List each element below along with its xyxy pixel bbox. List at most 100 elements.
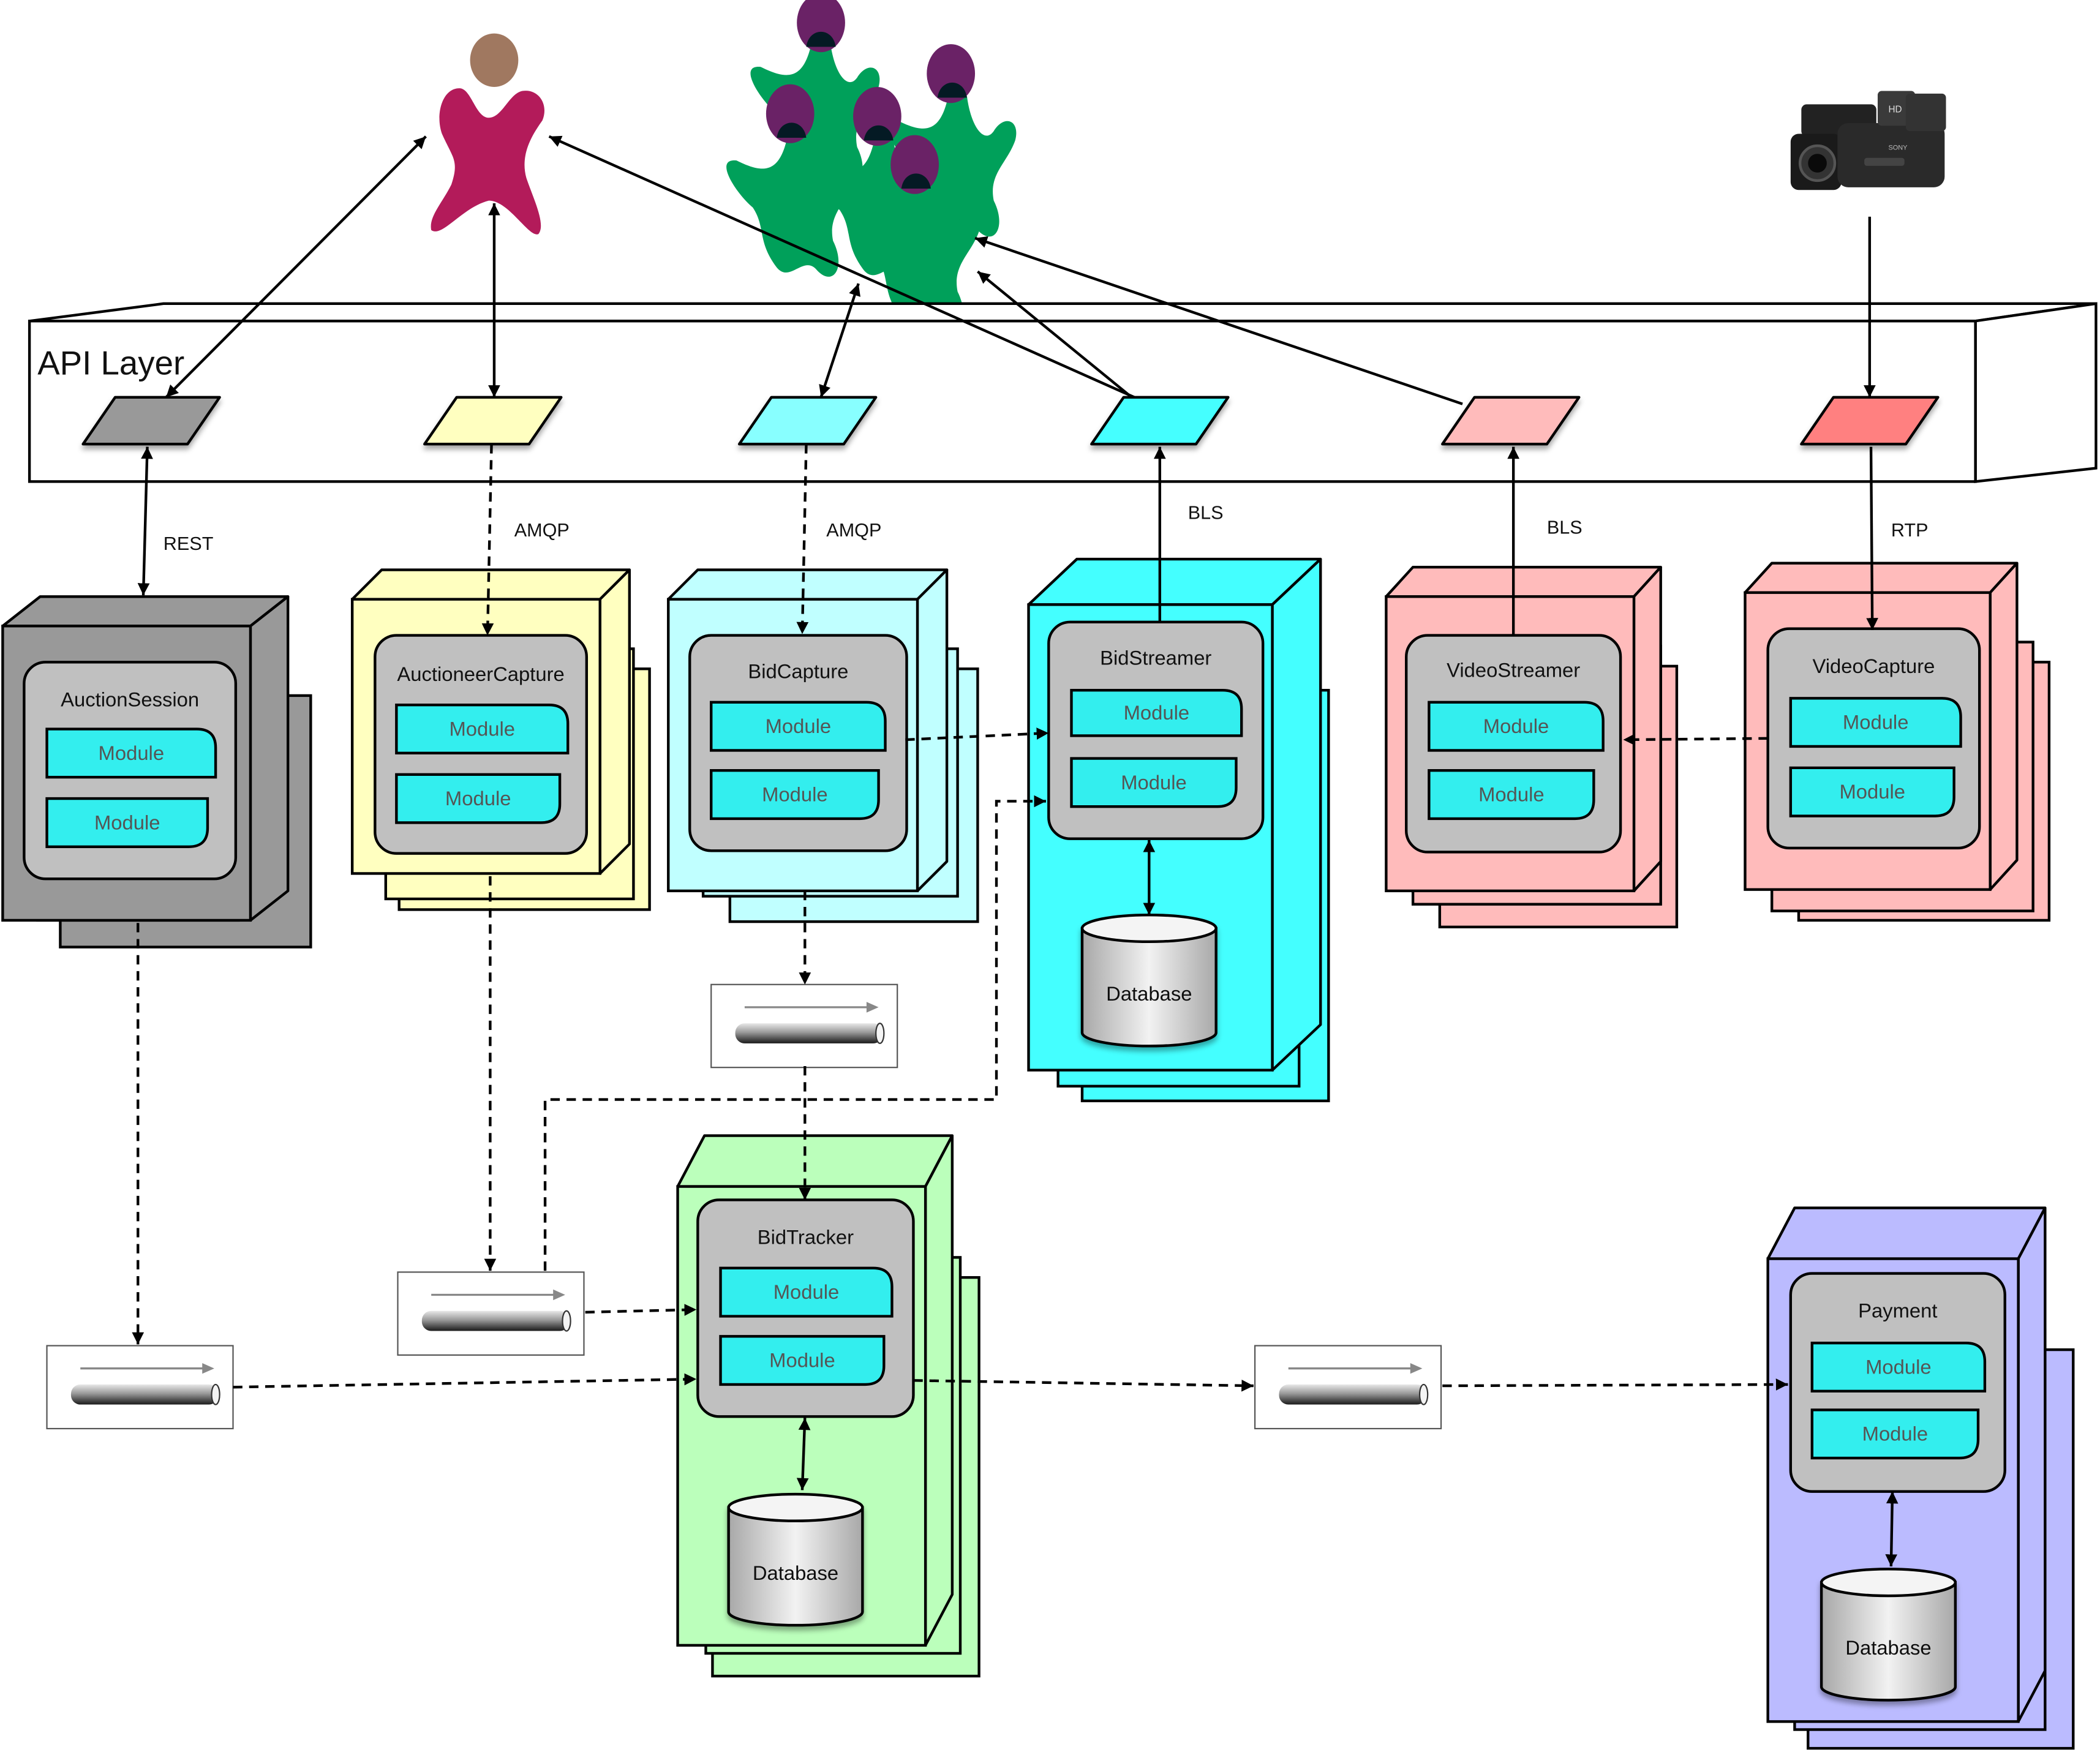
service-title: Payment bbox=[1858, 1299, 1937, 1322]
database-label: Database bbox=[1845, 1636, 1931, 1659]
queue-pipe-icon bbox=[70, 1384, 219, 1405]
module-block[interactable]: Module bbox=[1070, 688, 1243, 737]
protocol-label-bls-bid: BLS bbox=[1188, 503, 1224, 524]
bidder-icon bbox=[851, 135, 980, 328]
module-block[interactable]: Module bbox=[1810, 1408, 1980, 1460]
video-camera-icon: HD SONY bbox=[1790, 91, 1946, 190]
module-label: Module bbox=[1865, 1355, 1932, 1378]
api-layer-side-face bbox=[1974, 302, 2098, 483]
protocol-labels: REST AMQP AMQP BLS BLS RTP bbox=[164, 503, 1929, 554]
module-block[interactable]: Module bbox=[45, 797, 209, 848]
module-block[interactable]: Module bbox=[719, 1335, 886, 1386]
protocol-label-amqp-auctioneer: AMQP bbox=[514, 520, 570, 541]
module-block[interactable]: Module bbox=[719, 1266, 894, 1318]
module-block[interactable]: Module bbox=[1789, 697, 1962, 748]
edge-rtp bbox=[1866, 446, 1878, 630]
box-top-face bbox=[676, 1134, 954, 1188]
box-top-face bbox=[1, 595, 290, 628]
module-block[interactable]: Module bbox=[1428, 769, 1595, 821]
box-side-face bbox=[249, 595, 290, 922]
auctioneer-capture-endpoint[interactable] bbox=[423, 396, 563, 446]
service-title: AuctionSession bbox=[61, 688, 199, 710]
edge-auctioneer-queue-to-bid-tracker bbox=[585, 1304, 697, 1316]
edge-bidders-to-bid-capture-endpoint bbox=[819, 283, 860, 398]
video-streamer-endpoint[interactable] bbox=[1441, 396, 1581, 446]
box-top-face bbox=[350, 568, 631, 601]
edge-payment-db bbox=[1885, 1491, 1899, 1567]
module-block[interactable]: Module bbox=[395, 704, 570, 755]
api-layer-title: API Layer bbox=[37, 345, 184, 382]
module-label: Module bbox=[1862, 1422, 1929, 1445]
queue-auction-session[interactable] bbox=[46, 1345, 234, 1430]
service-title: BidStreamer bbox=[1100, 647, 1211, 669]
module-block[interactable]: Module bbox=[45, 727, 217, 779]
edge-bid-streamer-to-auctioneer bbox=[548, 135, 1135, 399]
auctioneer-actor-icon bbox=[431, 33, 544, 235]
queue-bid-capture[interactable] bbox=[710, 983, 898, 1069]
module-label: Module bbox=[1839, 780, 1905, 803]
module-block[interactable]: Module bbox=[1789, 766, 1955, 817]
edge-video-streamer-to-bidders bbox=[974, 236, 1463, 405]
box-top-face bbox=[1027, 557, 1322, 606]
bid-streamer-endpoint[interactable] bbox=[1090, 396, 1230, 446]
module-label: Module bbox=[762, 783, 828, 806]
module-block[interactable]: Module bbox=[1810, 1342, 1987, 1393]
protocol-label-rtp: RTP bbox=[1891, 520, 1929, 541]
service-title: BidCapture bbox=[748, 660, 848, 683]
service-title: AuctioneerCapture bbox=[397, 663, 564, 685]
service-title: VideoStreamer bbox=[1447, 658, 1580, 681]
bidder-icon bbox=[887, 44, 1017, 237]
bidders-group-icon bbox=[726, 0, 1017, 328]
queue-auctioneer-capture[interactable] bbox=[397, 1271, 585, 1356]
module-label: Module bbox=[1483, 715, 1549, 737]
module-label: Module bbox=[1843, 711, 1909, 734]
bidder-icon bbox=[726, 84, 856, 277]
module-label: Module bbox=[766, 715, 832, 737]
module-label: Module bbox=[94, 811, 160, 833]
edge-auction-session-queue-to-bid-tracker bbox=[233, 1373, 697, 1389]
module-label: Module bbox=[769, 1349, 835, 1372]
bidder-icon bbox=[750, 0, 880, 183]
database-label: Database bbox=[753, 1561, 838, 1584]
edge-queue-to-payment bbox=[1442, 1378, 1788, 1391]
video-capture-endpoint[interactable] bbox=[1800, 396, 1940, 446]
module-block[interactable]: Module bbox=[710, 701, 887, 752]
edge-bid-capture-to-bid-streamer bbox=[905, 727, 1049, 742]
protocol-label-amqp-bid: AMQP bbox=[826, 520, 881, 541]
database-icon[interactable]: Database bbox=[1820, 1568, 1957, 1702]
database-icon[interactable]: Database bbox=[727, 1492, 864, 1627]
edge-bid-tracker-to-queue bbox=[913, 1379, 1254, 1392]
module-block[interactable]: Module bbox=[395, 773, 562, 824]
queue-pipe-icon bbox=[421, 1310, 570, 1331]
queue-pipe-icon bbox=[1279, 1384, 1427, 1405]
box-side-face bbox=[1989, 562, 2019, 891]
module-label: Module bbox=[773, 1280, 840, 1303]
box-side-face bbox=[916, 568, 949, 893]
camera-brand-label: SONY bbox=[1888, 145, 1908, 152]
protocol-label-rest: REST bbox=[164, 533, 214, 554]
box-side-face bbox=[924, 1134, 954, 1647]
edge-bid-tracker-db bbox=[796, 1418, 811, 1490]
box-top-face bbox=[667, 568, 949, 601]
box-side-face bbox=[598, 568, 631, 875]
auction-session-endpoint[interactable] bbox=[81, 396, 221, 446]
api-layer-front-face bbox=[28, 320, 1977, 483]
database-icon[interactable]: Database bbox=[1080, 913, 1217, 1048]
module-block[interactable]: Module bbox=[710, 769, 880, 821]
protocol-label-bls-video: BLS bbox=[1547, 517, 1583, 538]
module-label: Module bbox=[99, 742, 165, 764]
module-block[interactable]: Module bbox=[1428, 701, 1605, 752]
queue-bid-tracker[interactable] bbox=[1254, 1345, 1442, 1430]
module-block[interactable]: Module bbox=[1070, 757, 1238, 808]
bid-capture-endpoint[interactable] bbox=[737, 396, 878, 446]
edge-bid-streamer-to-bidders bbox=[977, 270, 1133, 399]
